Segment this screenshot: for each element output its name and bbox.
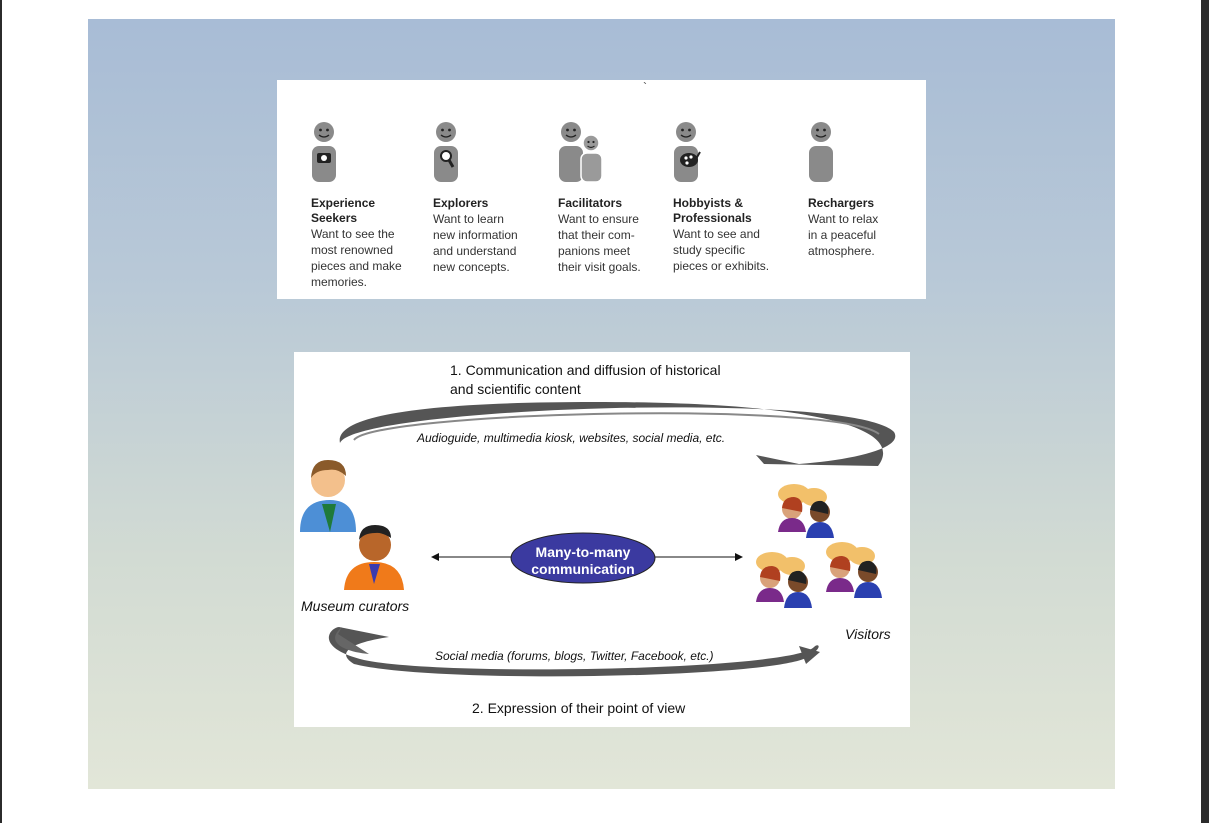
diagram-arrows xyxy=(300,402,896,677)
persona-description: Want to relax in a peaceful atmosphere. xyxy=(808,212,879,258)
window-border-right xyxy=(1201,0,1209,823)
flow-1-title-line-1: 1. Communication and diffusion of histor… xyxy=(450,362,721,378)
persona-description: Want to ensure that their com- panions m… xyxy=(558,212,641,274)
persona-description: Want to see the most renowned pieces and… xyxy=(311,227,402,289)
magnifier-person-icon xyxy=(434,122,458,182)
flow-1-channels: Audioguide, multimedia kiosk, websites, … xyxy=(417,431,726,445)
persona-title: Rechargers xyxy=(808,196,875,210)
visitor-group-1 xyxy=(778,484,834,538)
top-curved-arrow xyxy=(339,402,896,466)
persona-facilitators: Facilitators Want to ensure that their c… xyxy=(558,116,683,275)
many-to-many-line-1: Many-to-many xyxy=(535,544,631,560)
museum-curators-label: Museum curators xyxy=(301,598,410,614)
persona-description: Want to learn new information and unders… xyxy=(433,212,518,274)
persona-rechargers: Rechargers Want to relax in a peaceful a… xyxy=(808,116,933,259)
persona-title: Experience Seekers xyxy=(311,196,376,225)
visitors-label: Visitors xyxy=(845,626,891,642)
persona-explorers: Explorers Want to learn new information … xyxy=(433,116,558,275)
flow-2-channels: Social media (forums, blogs, Twitter, Fa… xyxy=(435,649,714,663)
persona-experience-seekers: Experience Seekers Want to see the most … xyxy=(311,116,436,290)
person-icon xyxy=(809,122,833,182)
flow-2-title: 2. Expression of their point of view xyxy=(472,700,686,716)
camera-person-icon xyxy=(312,122,336,182)
stray-mark: ` xyxy=(643,80,647,94)
many-to-many-label: Many-to-many communication xyxy=(511,536,655,586)
persona-title: Facilitators xyxy=(558,196,623,210)
window-border-left xyxy=(0,0,2,823)
many-to-many-ellipse xyxy=(510,532,656,584)
visitor-personas-panel: ` Experience Seekers Want to see the mos… xyxy=(277,80,926,299)
persona-title: Hobbyists & Professionals xyxy=(673,196,752,225)
bottom-curved-arrow-head xyxy=(799,646,820,664)
companion-person-icon xyxy=(559,122,603,183)
flow-1-title-line-2: and scientific content xyxy=(450,381,581,397)
palette-person-icon xyxy=(674,122,701,182)
communication-diagram-panel: 1. Communication and diffusion of histor… xyxy=(294,352,910,727)
visitor-group-2 xyxy=(756,552,812,608)
top-curved-arrow-highlight xyxy=(353,412,880,441)
bottom-curved-arrow-top xyxy=(335,627,369,654)
visitor-group-3 xyxy=(826,542,882,598)
persona-hobbyists-professionals: Hobbyists & Professionals Want to see an… xyxy=(673,116,798,274)
curator-figure-1 xyxy=(300,460,356,532)
curator-figure-2 xyxy=(344,525,404,590)
persona-title: Explorers xyxy=(433,196,489,210)
persona-description: Want to see and study specific pieces or… xyxy=(673,227,770,273)
many-to-many-line-2: communication xyxy=(531,561,635,577)
